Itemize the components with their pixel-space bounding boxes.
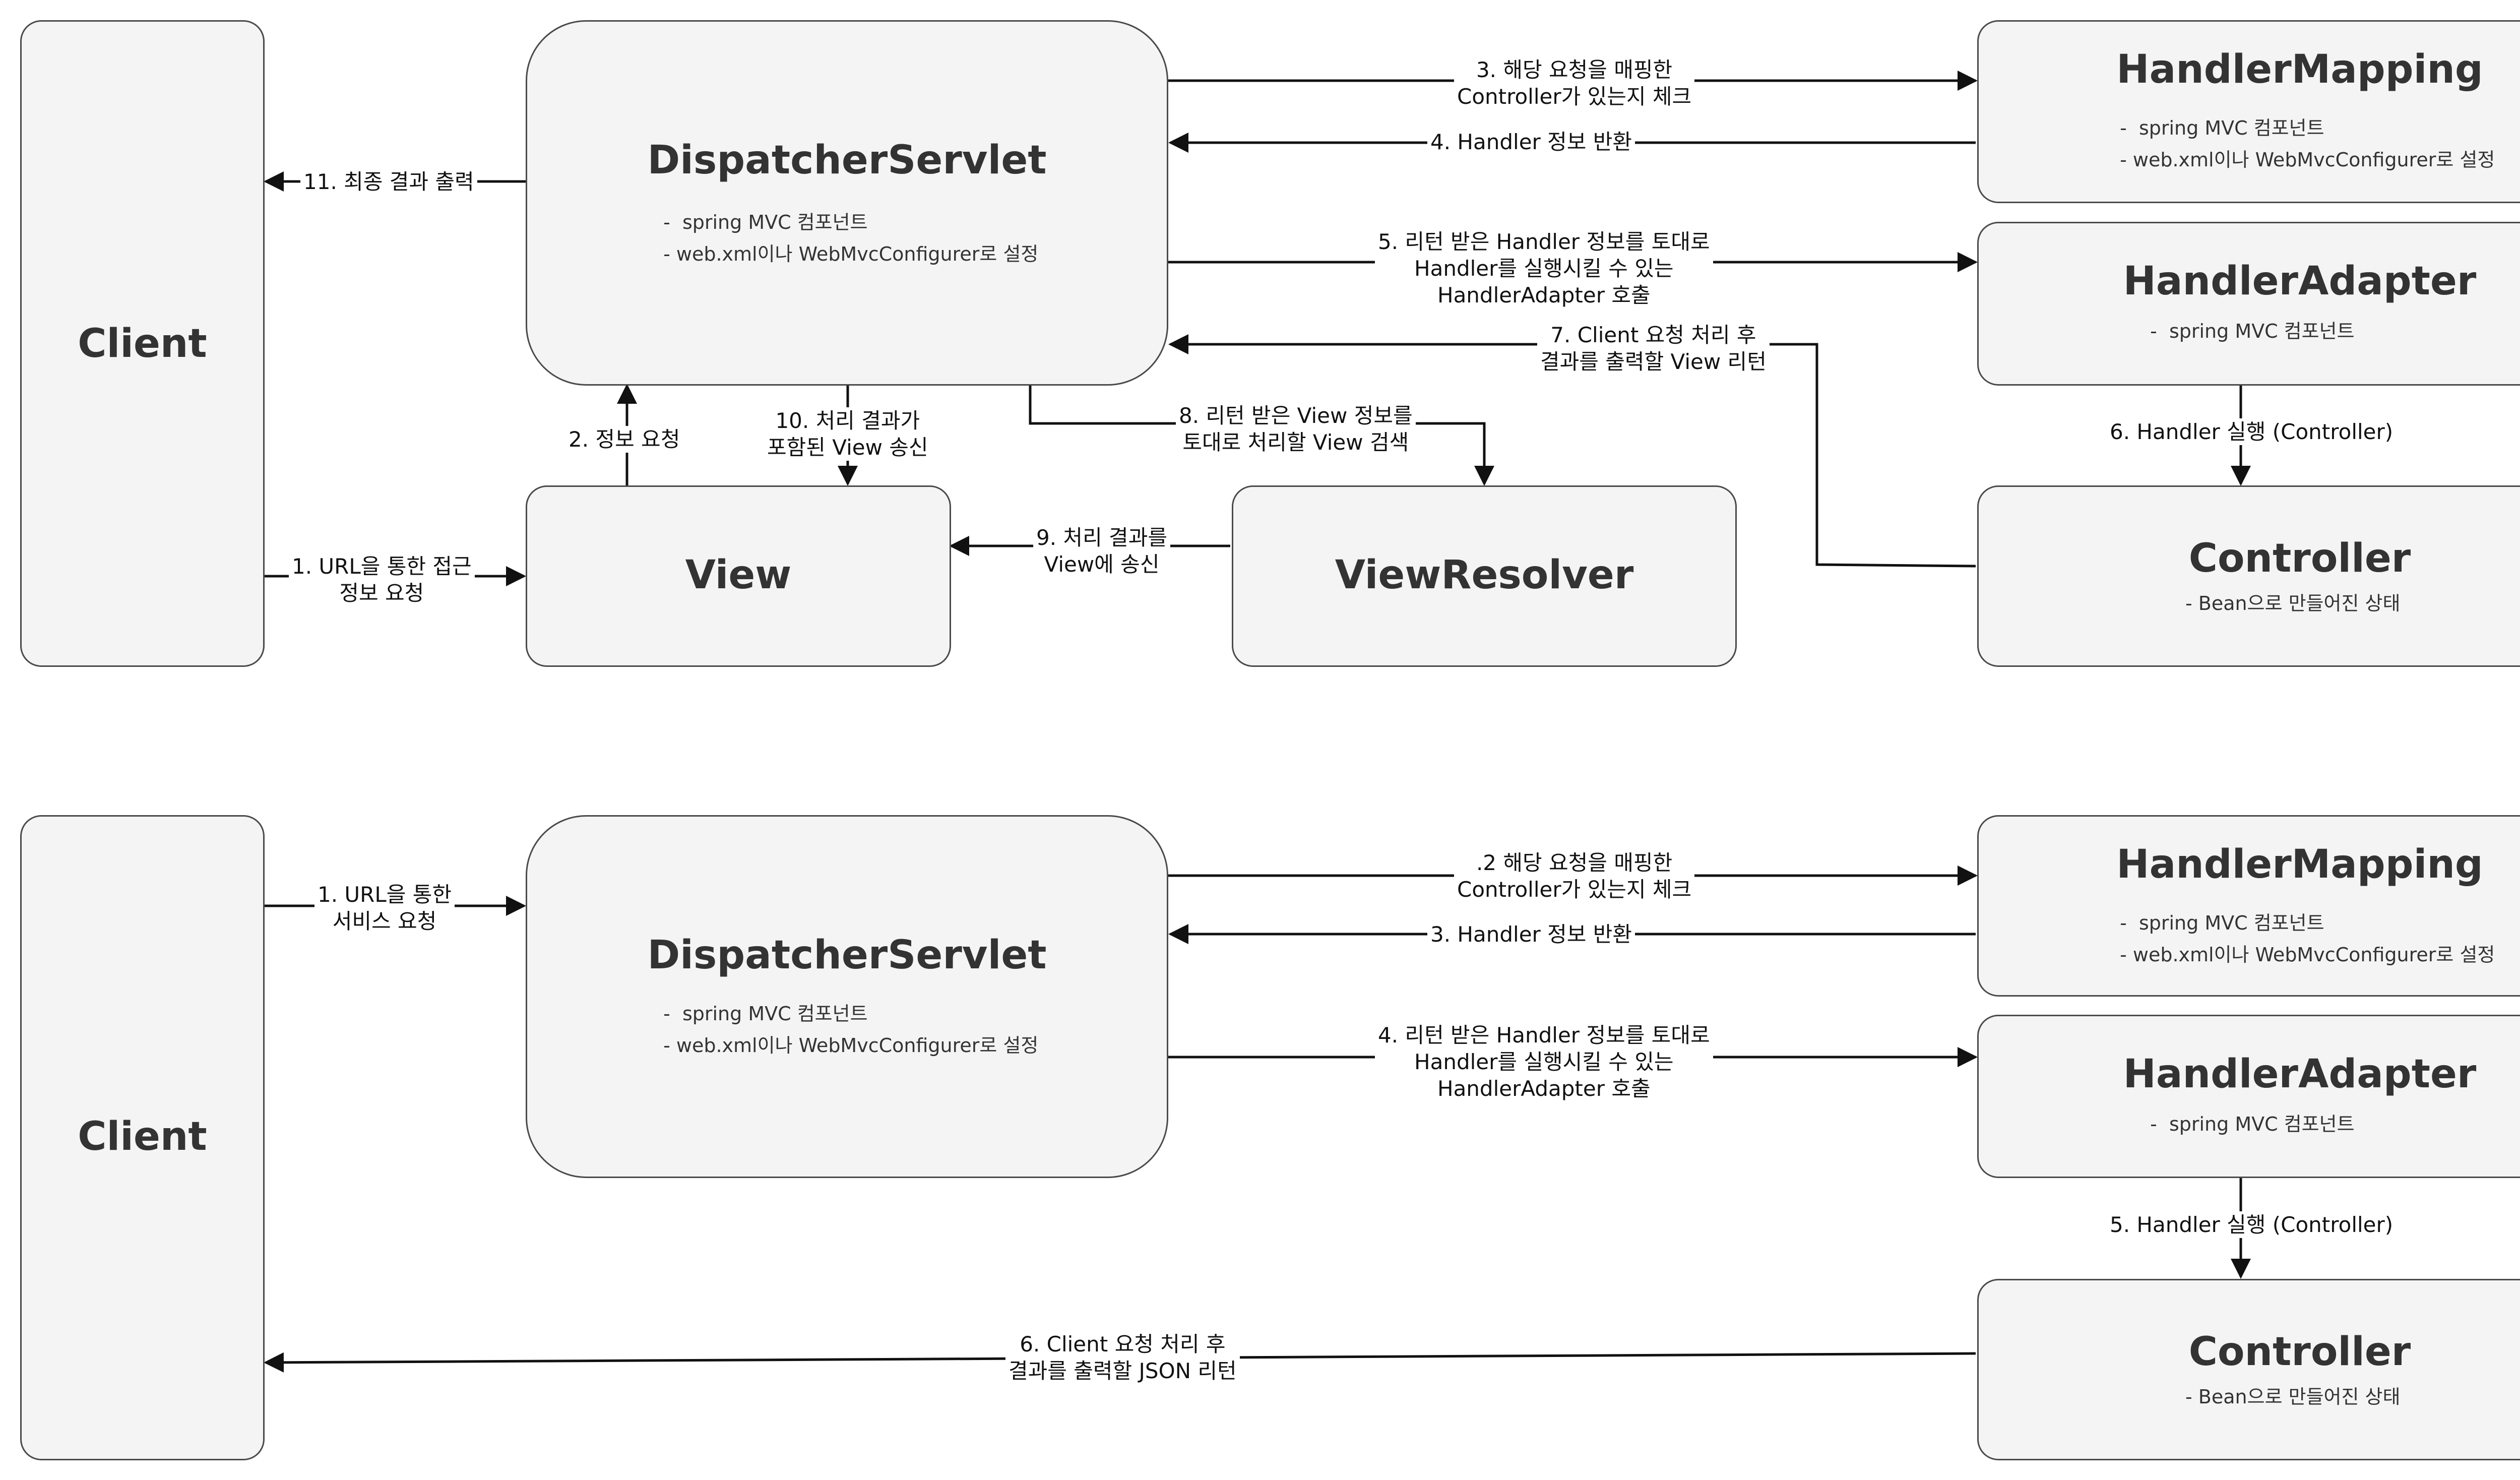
handler-adapter-box: HandlerAdapter - spring MVC 컴포넌트 [1977, 222, 2520, 386]
edge-b1-label: 1. URL을 통한 서비스 요청 [314, 881, 455, 935]
edge-11-label: 11. 최종 결과 출력 [300, 168, 477, 195]
edge-b6-label: 6. Client 요청 처리 후 결과를 출력할 JSON 리턴 [1005, 1331, 1240, 1384]
dispatcher-note-1: - spring MVC 컴포넌트 [657, 211, 868, 233]
dispatcher-servlet-box: DispatcherServlet - spring MVC 컴포넌트 - we… [526, 20, 1168, 386]
controller-box: Controller - Bean으로 만들어진 상태 [1977, 485, 2520, 667]
dispatcher-note-2-bottom: - web.xml이나 WebMvcConfigurer로 설정 [657, 1034, 1039, 1057]
edge-7-label: 7. Client 요청 처리 후 결과를 출력할 View 리턴 [1537, 322, 1770, 375]
controller-note-1: - Bean으로 만들어진 상태 [2185, 592, 2401, 614]
edge-7-arrow [1168, 334, 1976, 568]
edge-6-label: 6. Handler 실행 (Controller) [2107, 418, 2397, 445]
controller-title: Controller [2188, 536, 2411, 581]
handler-adapter-title-bottom: HandlerAdapter [2123, 1052, 2477, 1097]
dispatcher-servlet-box-bottom: DispatcherServlet - spring MVC 컴포넌트 - we… [526, 815, 1168, 1178]
controller-title-bottom: Controller [2188, 1329, 2411, 1375]
view-box: View [526, 485, 951, 667]
handler-mapping-title-bottom: HandlerMapping [2116, 842, 2483, 887]
view-title: View [685, 552, 792, 598]
handler-mapping-box-bottom: HandlerMapping - spring MVC 컴포넌트 - web.x… [1977, 815, 2520, 997]
view-resolver-box: ViewResolver [1232, 485, 1737, 667]
client-box: Client [20, 20, 265, 667]
controller-box-bottom: Controller - Bean으로 만들어진 상태 [1977, 1279, 2520, 1460]
edge-10-label: 10. 처리 결과가 포함된 View 송신 [764, 407, 931, 461]
view-resolver-title: ViewResolver [1335, 552, 1634, 598]
edge-4-label: 4. Handler 정보 반환 [1427, 129, 1635, 155]
handler-mapping-note-2: - web.xml이나 WebMvcConfigurer로 설정 [2114, 149, 2495, 171]
controller-note-1-bottom: - Bean으로 만들어진 상태 [2185, 1386, 2401, 1408]
client-box-bottom: Client [20, 815, 265, 1460]
edge-5-label: 5. 리턴 받은 Handler 정보를 토대로 Handler를 실행시킬 수… [1375, 228, 1713, 309]
edge-3-label: 3. 해당 요청을 매핑한 Controller가 있는지 체크 [1454, 56, 1695, 110]
client-title-bottom: Client [78, 1114, 207, 1159]
edge-b5-label: 5. Handler 실행 (Controller) [2107, 1211, 2397, 1238]
handler-mapping-note-1: - spring MVC 컴포넌트 [2114, 117, 2324, 139]
edge-b4-label: 4. 리턴 받은 Handler 정보를 토대로 Handler를 실행시킬 수… [1375, 1022, 1713, 1102]
handler-mapping-title: HandlerMapping [2116, 47, 2483, 92]
handler-adapter-box-bottom: HandlerAdapter - spring MVC 컴포넌트 [1977, 1015, 2520, 1178]
edge-8-label: 8. 리턴 받은 View 정보를 토대로 처리할 View 검색 [1176, 402, 1416, 456]
edge-b3-label: 3. Handler 정보 반환 [1427, 921, 1635, 948]
edge-1-label: 1. URL을 통한 접근 정보 요청 [289, 553, 475, 606]
handler-mapping-box: HandlerMapping - spring MVC 컴포넌트 - web.x… [1977, 20, 2520, 203]
handler-adapter-note-1-bottom: - spring MVC 컴포넌트 [2144, 1113, 2355, 1135]
handler-mapping-note-2-bottom: - web.xml이나 WebMvcConfigurer로 설정 [2114, 944, 2495, 966]
handler-adapter-note-1: - spring MVC 컴포넌트 [2144, 320, 2355, 342]
edge-9-label: 9. 처리 결과를 View에 송신 [1033, 524, 1170, 578]
edge-b2-label: .2 해당 요청을 매핑한 Controller가 있는지 체크 [1454, 849, 1695, 903]
dispatcher-note-1-bottom: - spring MVC 컴포넌트 [657, 1003, 868, 1025]
handler-mapping-note-1-bottom: - spring MVC 컴포넌트 [2114, 912, 2324, 934]
edge-2-label: 2. 정보 요청 [565, 426, 683, 453]
dispatcher-servlet-title: DispatcherServlet [647, 138, 1047, 183]
handler-adapter-title: HandlerAdapter [2123, 259, 2477, 304]
client-title: Client [78, 321, 207, 366]
dispatcher-note-2: - web.xml이나 WebMvcConfigurer로 설정 [657, 243, 1039, 265]
dispatcher-servlet-title-bottom: DispatcherServlet [647, 933, 1047, 978]
